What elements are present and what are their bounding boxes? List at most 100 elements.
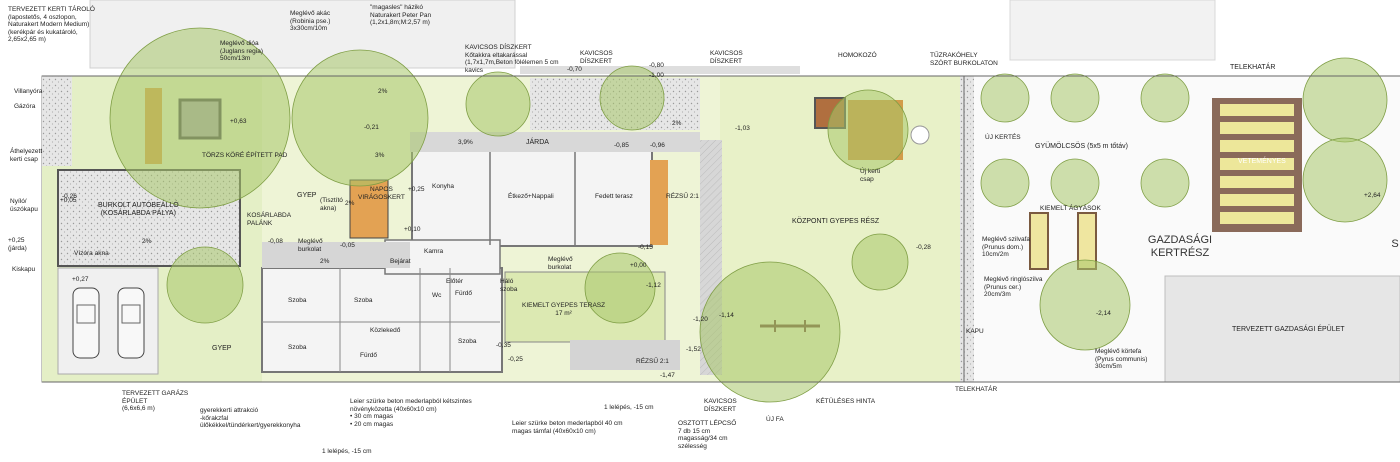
level-22: -0,15: [638, 244, 653, 251]
level-29: 3,9%: [458, 139, 473, 146]
level-20: -2,14: [1096, 310, 1111, 317]
label-hazikó: "magasles" házikó Naturakert Peter Pan (…: [370, 4, 432, 26]
label-kozponti: KÖZPONTI GYEPES RÉSZ: [792, 218, 880, 225]
level-12: -0,85: [614, 142, 629, 149]
label-burkolat-a: Meglévő burkolat: [298, 238, 323, 253]
steps: [570, 340, 680, 370]
label-gazd-kert: GAZDASÁGI KERTRÉSZ: [1147, 234, 1213, 259]
flowerbed-sun: [349, 179, 389, 239]
level-4: +0,25: [408, 186, 425, 193]
level-0: +0,63: [230, 118, 247, 125]
level-13: -0,96: [650, 142, 665, 149]
label-tarolo: TERVEZETT KERTI TÁROLÓ (lapostetős, 4 os…: [8, 6, 95, 43]
level-31: 2%: [345, 200, 355, 207]
label-zoldseg: VETEMÉNYES: [1238, 158, 1286, 165]
level-15: -1,14: [719, 312, 734, 319]
label-kosar: KOSÁRLABDA PALÁNK: [247, 212, 292, 227]
label-garazs: TERVEZETT GARÁZS ÉPÜLET (6,6x6,6 m): [122, 390, 189, 412]
level-27: 3%: [375, 152, 385, 159]
vegetable-garden: [1212, 98, 1302, 232]
neighbour-building-right: [1009, 0, 1216, 61]
label-fedett: Fedett terasz: [595, 193, 633, 200]
label-leier-b: Leier szürke beton mederlapból 40 cm mag…: [512, 420, 623, 435]
label-kavicsos-bottom: KAVICSOS DÍSZKERT: [704, 398, 737, 413]
raised-bed-1: [1029, 212, 1049, 270]
label-jarda-left: +0,25 (járda): [8, 237, 27, 252]
label-osztott: OSZTOTT LÉPCSŐ 7 db 15 cm magasság/34 cm…: [678, 420, 737, 450]
label-kavics-diszkert-top: KAVICSOS DÍSZKERT Kőtakkra eltakarással …: [465, 44, 559, 74]
house-lower: [261, 267, 503, 373]
label-s-edge: S: [1391, 238, 1399, 250]
label-halo: Háló szoba: [500, 278, 518, 293]
label-uj-fa: ÚJ FA: [766, 416, 784, 423]
label-homokozo: HOMOKOZÓ: [838, 52, 877, 59]
label-telekhatar-bottom: TELEKHATÁR: [955, 386, 998, 393]
label-furdo-b: Fürdő: [360, 352, 377, 359]
house-main: [411, 149, 653, 247]
level-24: +0,00: [630, 262, 647, 269]
gravel-strip-right: [960, 76, 974, 382]
label-napos: NAPOS VIRÁGOSKERT: [358, 186, 405, 201]
level-8: -0,21: [364, 124, 379, 131]
label-kavicsos-diszkert-b: KAVICSOS DÍSZKERT: [710, 50, 743, 65]
label-furdo-a: Fürdő: [455, 290, 472, 297]
label-kiemelt-agyasok: KIEMELT ÁGYÁSOK: [1040, 205, 1101, 212]
label-athelyezett-csap: Áthelyezett kerti csap: [10, 148, 43, 163]
level-11: -1,00: [649, 72, 664, 79]
road-strip: [520, 66, 800, 74]
label-leier-a: Leier szürke beton mederlapból kétszinte…: [350, 398, 472, 428]
level-1: +0,05: [60, 197, 77, 204]
trees: [109, 27, 1388, 403]
label-rezsu-b: RÉZSŰ 2:1: [636, 358, 669, 365]
level-28: 2%: [142, 238, 152, 245]
label-tuzrako: TŰZRAKÓHELY SZÓRT BURKOLATON: [930, 52, 998, 67]
level-25: -0,35: [496, 342, 511, 349]
label-kozlekedo: Közlekedő: [370, 327, 401, 334]
label-ringlo: Meglévő ringlószilva (Prunus cer.) 20cm/…: [984, 276, 1043, 298]
level-26: -0,28: [916, 244, 931, 251]
level-9: -0,70: [567, 66, 582, 73]
label-burkolt: BURKOLT AUTÓBEÁLLÓ (KOSÁRLABDA PÁLYA): [98, 202, 179, 217]
label-szoba-d: Szoba: [458, 338, 477, 345]
label-kamra: Kamra: [424, 248, 444, 255]
label-viz-akna: Vízóra akna: [74, 250, 109, 257]
label-gyep-b: GYEP: [212, 345, 232, 352]
label-wc: Wc: [432, 292, 442, 299]
level-17: -1,20: [693, 316, 708, 323]
level-2: +0,27: [72, 276, 89, 283]
label-kapu: KAPU: [966, 328, 984, 335]
label-uj-kerti-csap: Új kerti csap: [860, 168, 881, 183]
label-gyerek: gyerekkerti attrakció -kőrakzfal ülőkékk…: [200, 407, 301, 429]
label-szoba-c: Szoba: [288, 344, 307, 351]
label-telekhatar-top: TELEKHATÁR: [1230, 64, 1276, 71]
firepit: [910, 125, 930, 145]
level-10: -0,80: [649, 62, 664, 69]
gazd-building: [1164, 275, 1400, 383]
label-bejarat: Bejárat: [390, 258, 411, 265]
level-16: -1,12: [646, 282, 661, 289]
gravel-strip-left: [42, 76, 72, 166]
level-33: 2%: [672, 120, 682, 127]
level-3: -0,26: [62, 193, 77, 200]
label-rezsu-a: RÉZSŰ 2:1: [666, 193, 699, 200]
level-14: -1,03: [735, 125, 750, 132]
label-lepcso-a: 1 lelépés, -15 cm: [322, 448, 372, 455]
terrace-paving: [262, 242, 410, 268]
label-kiemelt-terasz: KIEMELT GYEPES TERASZ 17 m²: [522, 302, 606, 317]
label-gyumolcsos: GYÜMÖLCSÖS (5x5 m tőtáv): [1035, 143, 1128, 150]
label-szilva: Meglévő szilvafa (Prunus dom.) 10cm/2m: [982, 236, 1031, 258]
label-konyha: Konyha: [432, 183, 455, 190]
car-right: [117, 287, 145, 359]
label-gyep-a: GYEP: [297, 192, 317, 199]
level-23: -0,25: [508, 356, 523, 363]
slope-1: [650, 160, 668, 245]
side-walk: [410, 132, 700, 152]
label-akac: Meglévő akác (Robinia pse.) 3x30cm/10m: [290, 10, 331, 32]
label-jarda: JÁRDA: [526, 139, 549, 146]
label-torzs-pad: TÖRZS KÖRÉ ÉPÍTETT PAD: [202, 152, 288, 159]
level-5: +0,10: [404, 226, 421, 233]
level-7: -0,05: [340, 242, 355, 249]
label-gazd-epulet: TERVEZETT GAZDASÁGI ÉPÜLET: [1232, 326, 1345, 333]
label-villanyora: Villanyóra: [14, 88, 43, 95]
